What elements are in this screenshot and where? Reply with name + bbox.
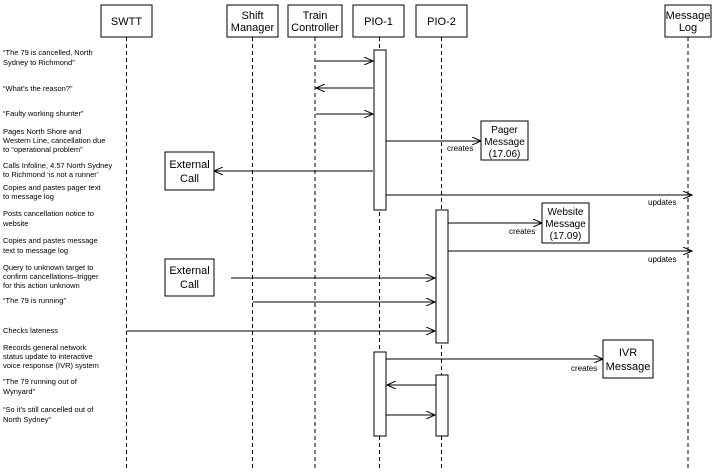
lifeline-pio1-label: PIO-1	[364, 16, 393, 28]
lifeline-shift-manager: Shift Manager	[226, 4, 279, 470]
svg-text:Records general network: Records general network	[3, 343, 87, 352]
note-query-unknown: Query to unknown target to confirm cance…	[3, 263, 99, 290]
note-calls-infoline: Calls Infoline, 4.57 North Sydney to Ric…	[3, 161, 112, 179]
object-pager-message: Pager Message (17.06)	[480, 120, 529, 161]
svg-text:voice response (IVR) system: voice response (IVR) system	[3, 361, 99, 370]
object-ivr-message: IVR Message	[602, 339, 654, 379]
svg-text:“What’s the reason?”: “What’s the reason?”	[3, 84, 73, 93]
note-copies-message-text: Copies and pastes message text to messag…	[3, 236, 98, 255]
lifeline-train-label-1: Train	[303, 10, 328, 22]
lifeline-pio2-label: PIO-2	[427, 16, 456, 28]
creates-label-ivr: creates	[571, 364, 597, 373]
activation-pio1-1	[373, 49, 387, 211]
svg-text:“Faulty working shunter”: “Faulty working shunter”	[3, 109, 84, 118]
note-checks-lateness: Checks lateness	[3, 326, 58, 335]
svg-text:to message log: to message log	[3, 192, 54, 201]
svg-text:“So it’s still cancelled out o: “So it’s still cancelled out of	[3, 405, 94, 414]
note-faulty-shunter: “Faulty working shunter”	[3, 109, 84, 118]
activation-pio2-2	[435, 374, 449, 437]
lifeline-message-log: Message Log	[664, 4, 712, 470]
lifeline-swtt: SWTT	[100, 4, 153, 470]
svg-text:for this action unknown: for this action unknown	[3, 281, 80, 290]
activation-pio2-1	[435, 209, 449, 344]
lifeline-shift-label-1: Shift	[241, 10, 263, 22]
lifeline-log-label-2: Log	[679, 22, 697, 34]
svg-text:text to message log: text to message log	[3, 246, 68, 255]
updates-label-2: updates	[648, 255, 676, 264]
svg-text:Posts cancellation notice to: Posts cancellation notice to	[3, 209, 94, 218]
svg-text:website: website	[2, 219, 28, 228]
svg-text:Copies and pastes pager text: Copies and pastes pager text	[3, 183, 101, 192]
object-external-call-1: External Call	[164, 151, 215, 191]
note-79-running: “The 79 is running”	[3, 296, 66, 305]
svg-text:“The 79 is cancelled, North: “The 79 is cancelled, North	[3, 48, 93, 57]
note-running-wynyard: “The 79 running out of Wynyard”	[3, 377, 78, 396]
svg-text:(17.09): (17.09)	[550, 231, 582, 242]
svg-text:Calls Infoline, 4.57 North Syd: Calls Infoline, 4.57 North Sydney	[3, 161, 112, 170]
svg-text:Western Line, cancellation due: Western Line, cancellation due	[3, 136, 105, 145]
lifeline-swtt-label: SWTT	[111, 16, 142, 28]
svg-text:Query to unknown target to: Query to unknown target to	[3, 263, 93, 272]
svg-text:(17.06): (17.06)	[489, 149, 521, 160]
svg-text:Call: Call	[180, 173, 199, 185]
svg-text:Sydney to Richmond”: Sydney to Richmond”	[3, 58, 75, 67]
note-79-cancelled: “The 79 is cancelled, North Sydney to Ri…	[3, 48, 93, 67]
svg-text:External: External	[169, 265, 209, 277]
svg-text:External: External	[169, 159, 209, 171]
creates-label-website: creates	[509, 227, 535, 236]
object-website-message: Website Message (17.09)	[541, 202, 590, 244]
svg-text:Message: Message	[545, 219, 586, 230]
svg-text:status update to interactive: status update to interactive	[3, 352, 93, 361]
note-records-ivr: Records general network status update to…	[3, 343, 99, 370]
svg-text:“The 79 running out of: “The 79 running out of	[3, 377, 78, 386]
creates-label-pager: creates	[447, 144, 473, 153]
svg-text:confirm cancellations–trigger: confirm cancellations–trigger	[3, 272, 99, 281]
note-still-cancelled: “So it’s still cancelled out of North Sy…	[3, 405, 94, 424]
svg-text:Wynyard”: Wynyard”	[3, 387, 36, 396]
svg-text:North Sydney”: North Sydney”	[3, 415, 51, 424]
svg-text:IVR: IVR	[619, 347, 637, 359]
svg-text:Message: Message	[484, 137, 525, 148]
note-pages-north-shore: Pages North Shore and Western Line, canc…	[3, 127, 105, 154]
svg-text:“The 79 is running”: “The 79 is running”	[3, 296, 66, 305]
svg-text:Call: Call	[180, 279, 199, 291]
svg-text:Copies and pastes message: Copies and pastes message	[3, 236, 98, 245]
updates-label-1: updates	[648, 198, 676, 207]
svg-text:Pager: Pager	[491, 125, 518, 136]
note-posts-website: Posts cancellation notice to website	[2, 209, 94, 228]
lifeline-train-controller: Train Controller	[287, 4, 343, 470]
lifeline-shift-label-2: Manager	[231, 22, 275, 34]
note-whats-reason: “What’s the reason?”	[3, 84, 73, 93]
lifeline-log-label-1: Message	[666, 10, 711, 22]
lifeline-train-label-2: Controller	[291, 22, 339, 34]
svg-text:Website: Website	[548, 207, 584, 218]
svg-text:Checks lateness: Checks lateness	[3, 326, 58, 335]
svg-text:Pages North Shore and: Pages North Shore and	[3, 127, 81, 136]
activation-pio1-2	[373, 351, 387, 437]
svg-text:to “operational problem”: to “operational problem”	[3, 145, 83, 154]
svg-text:to Richmond ‘is not a runner’: to Richmond ‘is not a runner’	[3, 170, 99, 179]
note-copies-pager-text: Copies and pastes pager text to message …	[3, 183, 101, 201]
object-external-call-2: External Call	[164, 258, 215, 297]
svg-text:Message: Message	[606, 361, 651, 373]
